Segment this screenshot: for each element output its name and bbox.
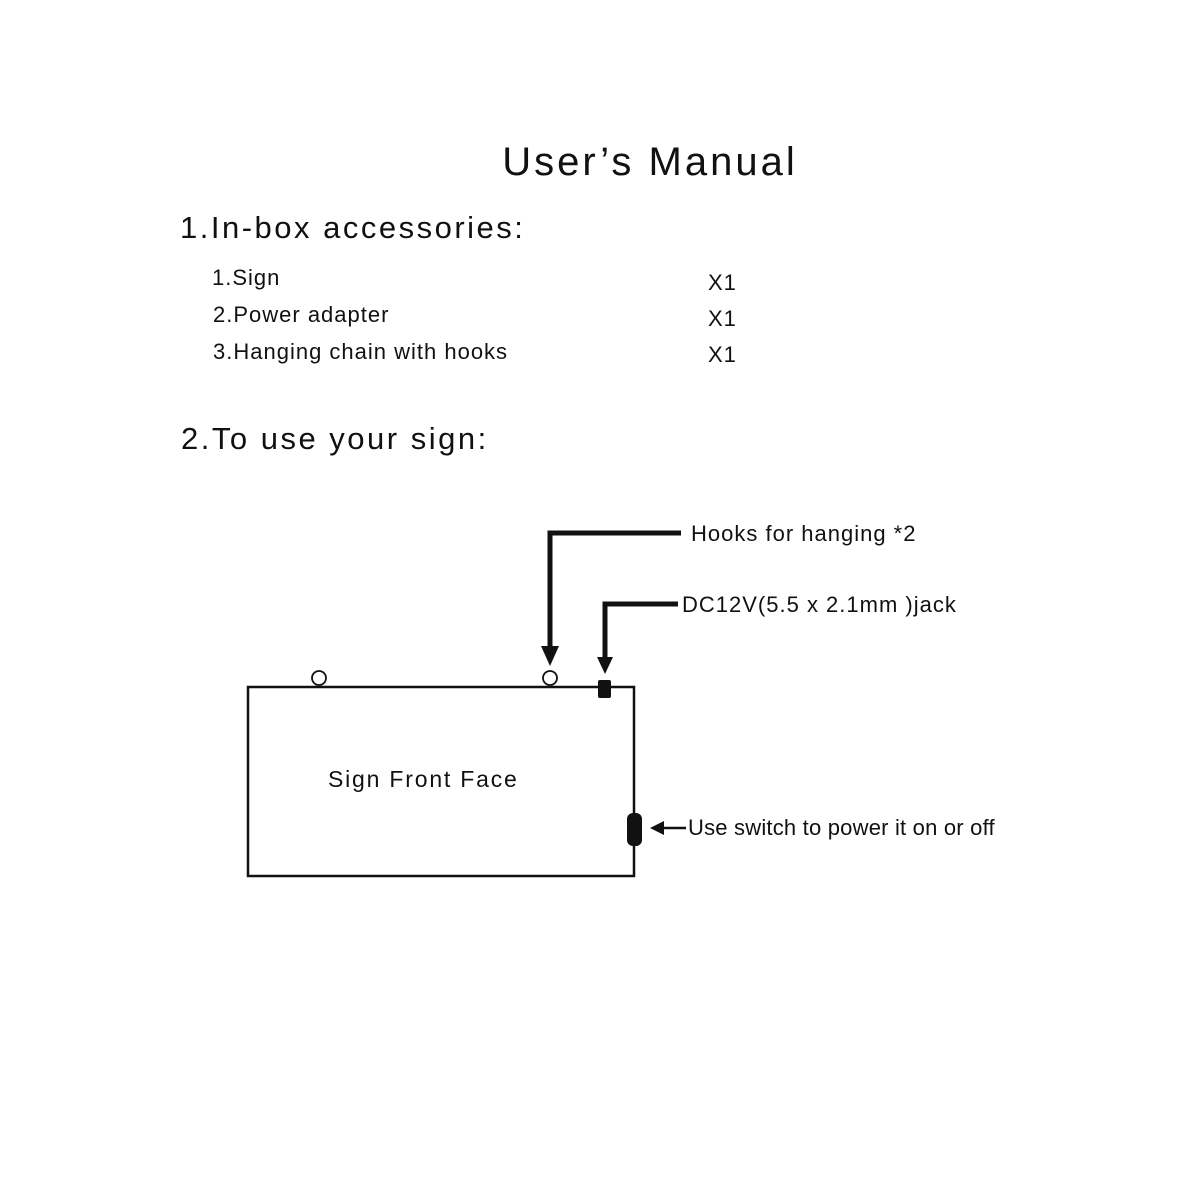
dc-jack-icon: [598, 680, 611, 698]
switch-arrowhead-icon: [650, 821, 664, 835]
accessory-label: 3.Hanging chain with hooks: [213, 339, 509, 364]
accessory-quantity: X1: [708, 342, 737, 367]
hooks-leader-line: [547, 530, 681, 650]
power-switch-icon: [627, 813, 642, 846]
dc-jack-leader-line: [602, 601, 678, 660]
switch-callout: Use switch to power it on or off: [688, 815, 995, 840]
sign-front-face-label: Sign Front Face: [328, 766, 519, 792]
hooks-callout: Hooks for hanging *2: [691, 521, 917, 546]
usage-heading: 2.To use your sign:: [181, 421, 489, 456]
hook-right-icon: [542, 670, 558, 686]
hook-left-icon: [311, 670, 327, 686]
sign-outline: [246, 685, 636, 878]
dc-jack-arrowhead-icon: [597, 657, 613, 674]
accessory-label: 2.Power adapter: [213, 302, 390, 327]
accessory-label: 1.Sign: [212, 265, 281, 290]
hooks-arrowhead-icon: [541, 646, 559, 666]
accessories-heading: 1.In-box accessories:: [180, 210, 526, 245]
page-title: User’s Manual: [502, 140, 798, 184]
accessory-quantity: X1: [708, 306, 737, 331]
dc-jack-callout: DC12V(5.5 x 2.1mm )jack: [682, 592, 957, 617]
accessory-quantity: X1: [708, 270, 737, 295]
